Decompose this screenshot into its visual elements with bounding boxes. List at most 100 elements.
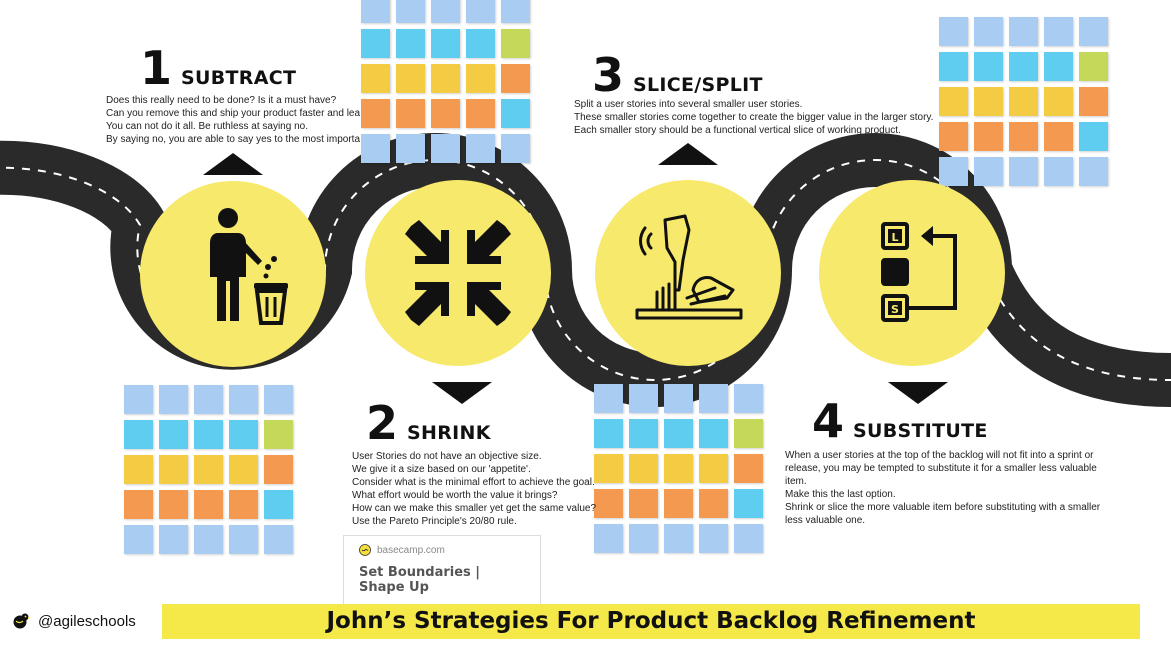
step-number: 3 [592, 48, 625, 102]
step-slice-heading: 3 SLICE/SPLIT [592, 52, 763, 98]
slice-circle [595, 180, 781, 366]
text-line: We give it a size based on our 'appetite… [352, 464, 531, 475]
text-line: User Stories do not have an objective si… [352, 451, 542, 462]
text-line: When a user stories at the top of the ba… [785, 450, 1094, 461]
step-substitute-text: When a user stories at the top of the ba… [785, 449, 1115, 527]
sticky-note [396, 99, 425, 128]
text-line: release, you may be tempted to substitut… [785, 463, 1097, 474]
sticky-note [734, 524, 763, 553]
sticky-notes-top-left [361, 0, 530, 163]
text-line: By saying no, you are able to say yes to… [106, 134, 360, 145]
step-title: SUBTRACT [181, 67, 297, 89]
substitute-pointer [888, 382, 948, 404]
sticky-note [974, 17, 1003, 46]
sticky-note [361, 64, 390, 93]
sticky-note [699, 489, 728, 518]
sticky-note [501, 134, 530, 163]
sticky-note [159, 385, 188, 414]
step-subtract-text: Does this really need to be done? Is it … [106, 94, 360, 146]
sticky-note [501, 64, 530, 93]
sticky-note [396, 134, 425, 163]
sticky-note [1044, 17, 1073, 46]
sticky-note [1009, 157, 1038, 186]
sticky-note [594, 524, 623, 553]
basecamp-logo-icon [359, 544, 371, 556]
sticky-note [1044, 52, 1073, 81]
sticky-note [1044, 157, 1073, 186]
sticky-note [466, 134, 495, 163]
sticky-notes-top-right [939, 17, 1108, 186]
sticky-note [431, 0, 460, 23]
sticky-note [264, 490, 293, 519]
sticky-note [229, 385, 258, 414]
text-line: Consider what is the minimal effort to a… [352, 477, 595, 488]
sticky-note [594, 489, 623, 518]
link-preview-card[interactable]: basecamp.com Set Boundaries | Shape Up [343, 535, 541, 607]
sticky-note [1044, 122, 1073, 151]
sticky-note [734, 454, 763, 483]
text-line: What effort would be worth the value it … [352, 490, 558, 501]
step-shrink-text: User Stories do not have an objective si… [352, 450, 602, 528]
sticky-note [664, 454, 693, 483]
sticky-note [939, 87, 968, 116]
icon-letter-s: S [891, 303, 899, 316]
sticky-note [501, 0, 530, 23]
sticky-note [1044, 87, 1073, 116]
sticky-note [466, 0, 495, 23]
trash-person-icon [210, 208, 288, 325]
link-title[interactable]: Set Boundaries | Shape Up [359, 565, 481, 595]
sticky-note [664, 384, 693, 413]
substitute-blocks-icon: L S [881, 222, 957, 322]
step-slice-text: Split a user stories into several smalle… [574, 98, 940, 137]
step-number: 4 [812, 394, 845, 448]
sticky-note [396, 29, 425, 58]
sticky-note [1079, 17, 1108, 46]
sticky-note [664, 524, 693, 553]
sticky-note [1009, 87, 1038, 116]
sticky-note [594, 384, 623, 413]
sticky-note [431, 99, 460, 128]
sticky-note [466, 29, 495, 58]
sticky-note [629, 454, 658, 483]
sticky-note [159, 490, 188, 519]
text-line: less valuable one. [785, 515, 866, 526]
sticky-note [939, 52, 968, 81]
slicing-hand-icon [635, 214, 743, 320]
step-subtract-heading: 1 SUBTRACT [140, 45, 296, 91]
step-title: SHRINK [407, 422, 491, 444]
sticky-note [734, 384, 763, 413]
sticky-note [664, 489, 693, 518]
sticky-note [974, 122, 1003, 151]
sticky-note [664, 419, 693, 448]
sticky-note [699, 454, 728, 483]
link-domain-row: basecamp.com [359, 544, 525, 556]
text-line: These smaller stories come together to c… [574, 112, 934, 123]
shrink-pointer [432, 382, 492, 404]
sticky-note [361, 0, 390, 23]
sticky-note [1079, 87, 1108, 116]
sticky-note [629, 384, 658, 413]
text-line: Split a user stories into several smalle… [574, 99, 803, 110]
shrink-arrows-icon [405, 220, 511, 326]
sticky-note [194, 385, 223, 414]
sticky-note [361, 29, 390, 58]
sticky-note [124, 420, 153, 449]
sticky-note [124, 490, 153, 519]
slice-pointer [658, 143, 718, 165]
sticky-note [431, 134, 460, 163]
sticky-note [159, 525, 188, 554]
text-line: Shrink or slice the more valuable item b… [785, 502, 1101, 513]
step-title: SUBSTITUTE [853, 420, 988, 442]
sticky-notes-bottom-left [124, 385, 293, 554]
sticky-note [194, 490, 223, 519]
sticky-note [699, 524, 728, 553]
sticky-note [229, 420, 258, 449]
social-handle[interactable]: @agileschools [12, 611, 136, 631]
step-number: 2 [366, 396, 399, 450]
sticky-note [361, 134, 390, 163]
sticky-note [699, 419, 728, 448]
shrink-circle [365, 180, 551, 366]
sticky-note [194, 525, 223, 554]
sticky-note [124, 525, 153, 554]
sticky-note [1009, 52, 1038, 81]
